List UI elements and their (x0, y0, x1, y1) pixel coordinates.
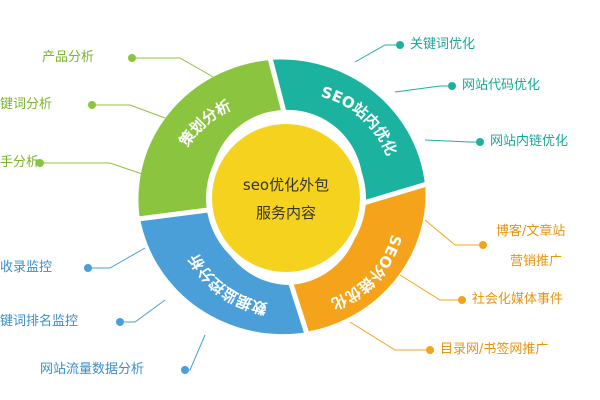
dot-monitoring-1 (84, 264, 92, 272)
item-onsite-1: 关键词优化 (410, 37, 476, 52)
item-offsite-4: 目录网/书签网推广 (440, 342, 549, 357)
center-title-line2: 服务内容 (256, 204, 316, 222)
item-monitoring-1: 收录监控 (0, 260, 53, 275)
dot-planning-3 (36, 159, 44, 167)
dot-planning-2 (88, 101, 96, 109)
item-onsite-3: 网站内链优化 (490, 134, 569, 149)
item-onsite-2: 网站代码优化 (462, 78, 541, 93)
connector-onsite-2 (394, 85, 452, 93)
item-planning-1: 产品分析 (42, 50, 95, 65)
segment-separators (137, 57, 428, 335)
connector-monitoring-3 (185, 334, 206, 371)
item-offsite-1: 博客/文章站 (496, 224, 566, 239)
dot-onsite-3 (476, 138, 484, 146)
segment-seo-onsite (268, 59, 425, 205)
connector-planning-3 (40, 162, 146, 176)
dot-offsite-2 (458, 296, 466, 304)
item-monitoring-3: 网站流量数据分析 (40, 362, 145, 377)
connector-monitoring-2 (120, 299, 166, 323)
connector-planning-2 (92, 104, 166, 119)
item-planning-3: 手分析 (0, 155, 40, 170)
connector-onsite-3 (424, 139, 480, 143)
connector-onsite-1 (354, 44, 400, 63)
dot-onsite-2 (448, 82, 456, 90)
segment-seo-offsite (290, 182, 426, 332)
item-planning-2: 键词分析 (0, 97, 53, 112)
dot-offsite-3 (426, 346, 434, 354)
connector-monitoring-1 (88, 247, 146, 269)
connector-planning-1 (132, 57, 216, 79)
dot-monitoring-2 (116, 318, 124, 326)
segment-monitoring (140, 208, 308, 335)
dot-onsite-1 (396, 41, 404, 49)
center-title-line1: seo优化外包 (243, 176, 329, 194)
connector-offsite-3 (349, 321, 430, 351)
connector-offsite-1 (424, 219, 483, 246)
connector-dots (36, 41, 487, 374)
item-offsite-2: 营销推广 (510, 254, 563, 269)
dot-monitoring-3 (181, 366, 189, 374)
connector-lines (40, 44, 483, 371)
item-monitoring-2: 键词排名监控 (0, 314, 79, 329)
item-offsite-3: 社会化媒体事件 (472, 292, 564, 307)
dot-planning-1 (128, 54, 136, 62)
connector-offsite-2 (399, 274, 462, 301)
dot-offsite-1 (479, 241, 487, 249)
center-disc-inner (212, 124, 360, 272)
segment-planning (138, 60, 285, 220)
